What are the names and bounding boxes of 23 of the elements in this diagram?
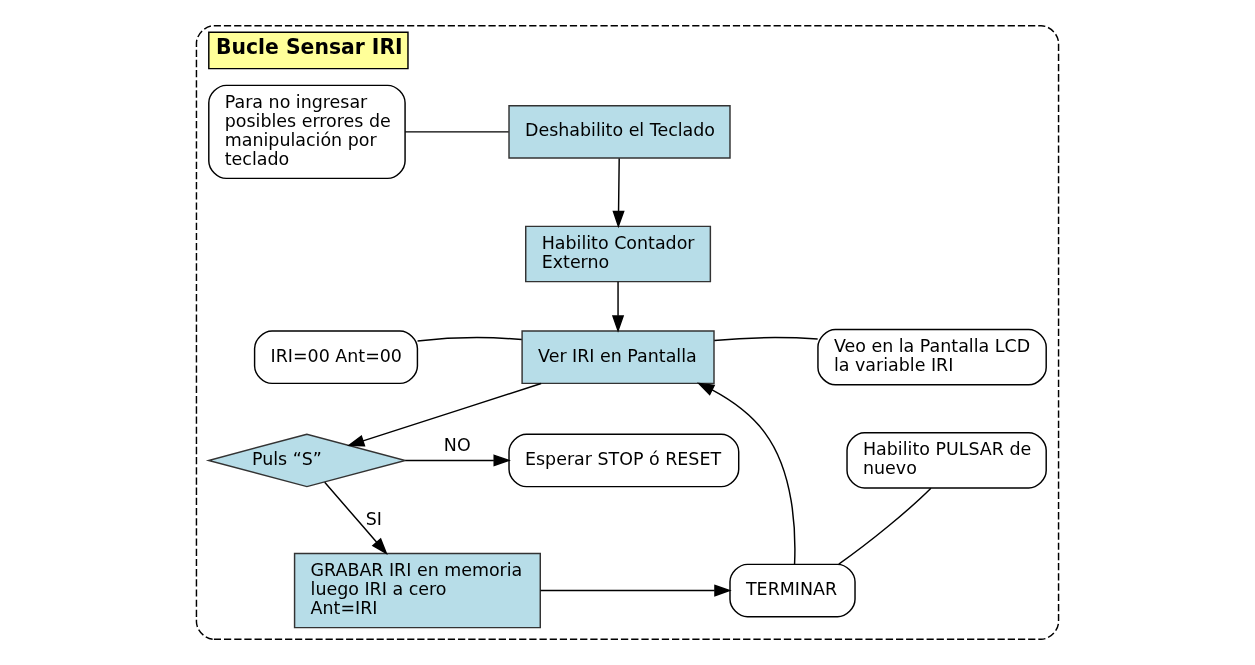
arrow bbox=[323, 481, 388, 555]
arrow bbox=[347, 382, 542, 447]
node-box: Ver IRI en Pantalla bbox=[521, 330, 715, 385]
arrow bbox=[539, 584, 732, 597]
arrow bbox=[611, 281, 625, 333]
edge-label: NO bbox=[443, 435, 471, 456]
connector bbox=[713, 336, 819, 342]
arrow bbox=[612, 157, 625, 229]
connector bbox=[838, 487, 932, 565]
node-box: Habilito Contador Externo bbox=[525, 225, 712, 283]
node-box: Deshabilito el Teclado bbox=[508, 105, 731, 159]
arrow bbox=[404, 454, 511, 467]
connector bbox=[404, 131, 510, 133]
node-box: TERMINAR bbox=[729, 563, 856, 618]
edge-label: SI bbox=[365, 509, 382, 530]
node-box: Para no ingresar posibles errores de manipulación por teclado bbox=[208, 84, 406, 180]
connector bbox=[416, 336, 523, 342]
node-box: Esperar STOP ó RESET bbox=[508, 433, 740, 488]
node-box: GRABAR IRI en memoria luego IRI a cero Ant=IRI bbox=[293, 552, 541, 629]
node-box: Veo en la Pantalla LCD la variable IRI bbox=[817, 328, 1047, 386]
node-box: IRI=00 Ant=00 bbox=[253, 330, 419, 385]
node-box: Habilito PULSAR de nuevo bbox=[846, 432, 1047, 489]
arrow bbox=[696, 382, 796, 565]
